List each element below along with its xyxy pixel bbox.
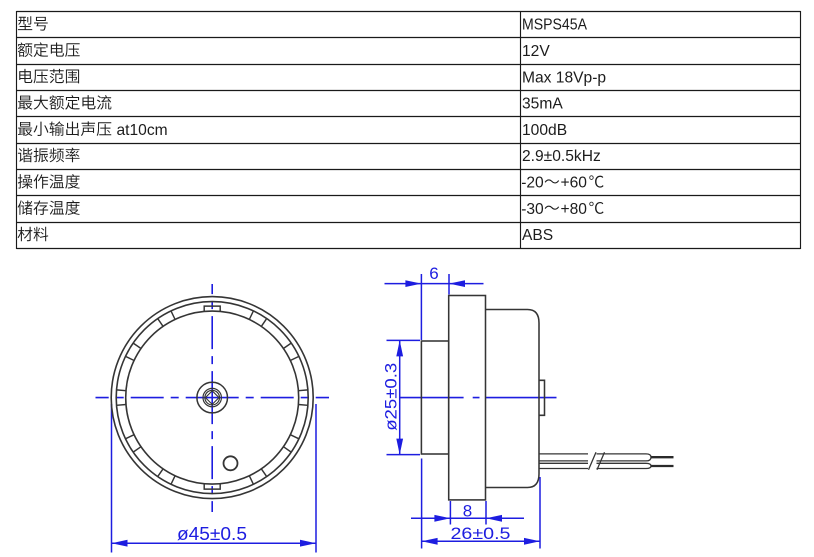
svg-text:Max 18Vp-p: Max 18Vp-p — [522, 69, 606, 86]
svg-text:100dB: 100dB — [522, 122, 567, 139]
svg-text:-30: -30 — [521, 201, 544, 218]
svg-text:35mA: 35mA — [522, 96, 563, 113]
svg-text:8: 8 — [463, 501, 472, 520]
svg-text:ø25±0.3: ø25±0.3 — [382, 363, 400, 431]
svg-text:+80: +80 — [561, 201, 588, 218]
svg-text:ø45±0.5: ø45±0.5 — [177, 524, 247, 544]
svg-text:at10cm: at10cm — [117, 122, 168, 139]
svg-text:6: 6 — [429, 264, 438, 283]
svg-text:2.9±0.5kHz: 2.9±0.5kHz — [522, 148, 601, 165]
svg-text:-20: -20 — [521, 175, 544, 192]
svg-text:ABS: ABS — [522, 227, 553, 244]
svg-text:12V: 12V — [522, 43, 550, 60]
svg-text:26±0.5: 26±0.5 — [451, 524, 511, 543]
svg-text:+60: +60 — [561, 175, 588, 192]
svg-text:MSPS45A: MSPS45A — [522, 17, 588, 34]
